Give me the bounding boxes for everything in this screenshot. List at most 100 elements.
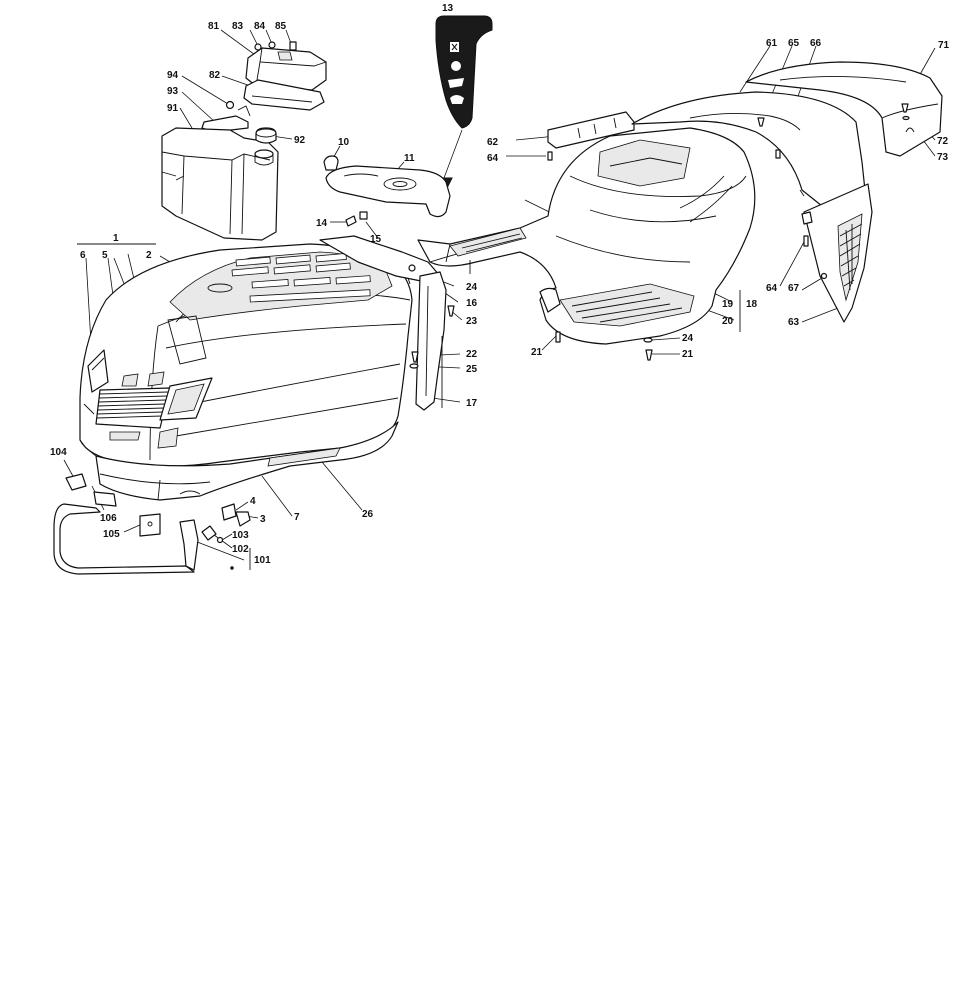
callout-101: 101 [254, 555, 271, 566]
part-4-clip[interactable] [221, 503, 237, 521]
part-25-washer[interactable] [409, 363, 419, 369]
part-61-rear-fender[interactable] [631, 91, 867, 207]
part-104-bracket[interactable] [65, 473, 87, 491]
part-67-nut[interactable] [820, 272, 828, 280]
callout-72: 72 [937, 136, 949, 147]
callout-13: 13 [442, 3, 454, 14]
part-65-screw[interactable] [757, 117, 765, 127]
callout-21-left: 21 [531, 347, 543, 358]
callout-14: 14 [316, 218, 328, 229]
callout-10: 10 [338, 137, 350, 148]
part-106-bracket[interactable] [93, 491, 117, 507]
part-62-panel[interactable] [547, 111, 635, 149]
callout-63: 63 [788, 317, 800, 328]
callout-20: 20 [722, 316, 734, 327]
part-81-tank-cover[interactable] [245, 47, 327, 91]
callout-61: 61 [766, 38, 778, 49]
part-24-washer-lower[interactable] [643, 337, 653, 343]
callout-92: 92 [294, 135, 306, 146]
callout-17: 17 [466, 398, 478, 409]
part-5-front-grille[interactable] [95, 387, 171, 429]
callout-24-lower: 24 [682, 333, 694, 344]
part-82-tank-base[interactable] [243, 79, 325, 111]
part-66-screw[interactable] [775, 149, 781, 159]
callout-81: 81 [208, 21, 220, 32]
mat-ribs-right [571, 291, 683, 323]
part-105-plate[interactable] [139, 513, 161, 537]
mat-ribs-left [461, 233, 523, 253]
part-22-screw[interactable] [411, 351, 419, 363]
part-64-screw-lower[interactable] [803, 235, 809, 247]
callout-5: 5 [102, 250, 108, 261]
callout-23: 23 [466, 316, 478, 327]
steering-console [323, 155, 451, 227]
decal-13 [435, 15, 493, 196]
callout-24-upper: 24 [466, 282, 478, 293]
callout-11: 11 [404, 153, 415, 164]
callout-1: 1 [113, 233, 119, 244]
part-26-side-decal[interactable] [167, 315, 207, 365]
part-94-screw[interactable] [225, 100, 235, 110]
callout-93: 93 [167, 86, 179, 97]
part-63-side-panel[interactable] [803, 183, 873, 323]
callout-26: 26 [362, 509, 374, 520]
callout-18: 18 [746, 299, 758, 310]
part-23-screw[interactable] [447, 305, 455, 317]
fuel-tank-assembly [161, 41, 327, 241]
part-6-headlight[interactable] [87, 349, 109, 393]
hood-vents [231, 252, 371, 303]
part-13-decal[interactable] [435, 15, 493, 129]
callout-106: 106 [100, 513, 117, 524]
part-101-front-bumper[interactable] [53, 503, 195, 575]
callout-25: 25 [466, 364, 478, 375]
callout-102: 102 [232, 544, 249, 555]
callout-67: 67 [788, 283, 800, 294]
part-83-screw[interactable] [254, 43, 262, 51]
callout-62: 62 [487, 137, 499, 148]
part-10-knob[interactable] [323, 155, 339, 171]
part-85-clip[interactable] [289, 41, 297, 51]
callout-84: 84 [254, 21, 266, 32]
bumper-assembly [53, 473, 251, 575]
part-91-fuel-tank[interactable] [161, 127, 279, 241]
part-84-washer[interactable] [268, 41, 276, 49]
callout-4: 4 [250, 496, 256, 507]
callout-19: 19 [722, 299, 734, 310]
grille-lines [96, 391, 169, 419]
part-7-lower-skirt[interactable] [95, 421, 399, 501]
callout-94: 94 [167, 70, 179, 81]
callout-83: 83 [232, 21, 244, 32]
side-panel-mesh [837, 213, 863, 302]
part-11-dash-cover[interactable] [325, 165, 451, 218]
callout-64-upper: 64 [487, 153, 499, 164]
part-92-fuel-cap[interactable] [255, 127, 277, 144]
part-73-washer[interactable] [902, 115, 910, 121]
dash-side-panel [319, 235, 455, 411]
callout-105: 105 [103, 529, 120, 540]
callout-91: 91 [167, 103, 179, 114]
part-71-rear-cover[interactable] [745, 61, 943, 157]
callout-6: 6 [80, 250, 86, 261]
callout-65: 65 [788, 38, 800, 49]
rear-section [547, 61, 943, 323]
part-103-nut[interactable] [216, 536, 224, 544]
part-15-clip[interactable] [359, 211, 368, 220]
callout-15: 15 [370, 234, 382, 245]
part-102-bolt[interactable] [201, 525, 217, 541]
part-64-screw[interactable] [547, 151, 553, 161]
callout-2: 2 [146, 250, 152, 261]
part-3-bolt[interactable] [235, 511, 251, 527]
part-17-side-panel[interactable] [415, 271, 447, 411]
part-24-washer[interactable] [408, 264, 416, 272]
part-21-screw-right[interactable] [645, 349, 653, 361]
part-21-screw[interactable] [555, 331, 561, 343]
callout-22: 22 [466, 349, 478, 360]
callout-66: 66 [810, 38, 822, 49]
callout-104: 104 [50, 447, 67, 458]
callout-21-right: 21 [682, 349, 694, 360]
part-14-screw[interactable] [345, 215, 357, 227]
part-93-bracket[interactable] [201, 115, 249, 133]
part-20-foot-mat-right[interactable] [559, 283, 695, 327]
part-72-screw[interactable] [901, 103, 909, 113]
main-body [417, 127, 756, 361]
